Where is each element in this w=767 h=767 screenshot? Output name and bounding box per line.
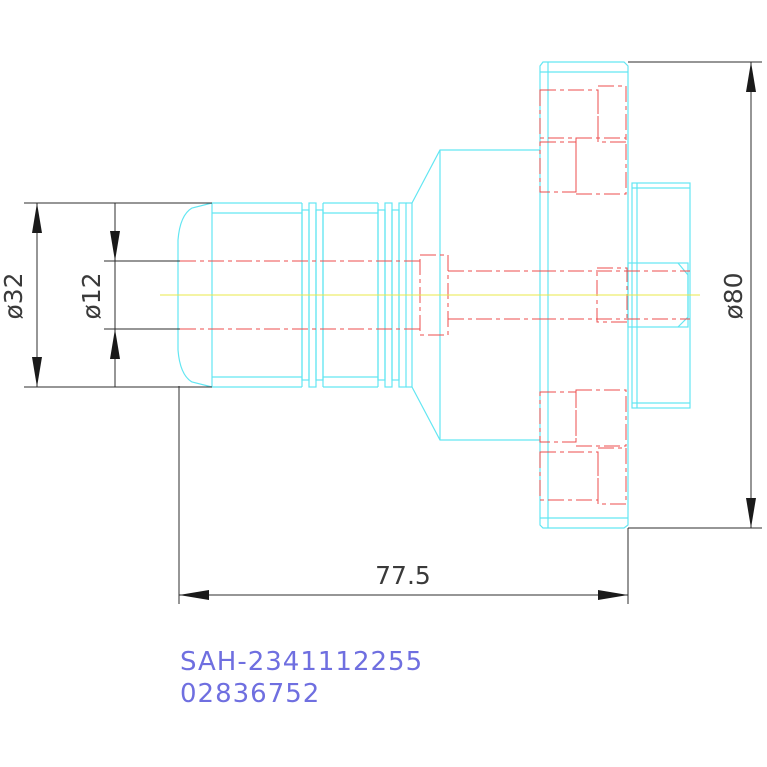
dimension-d12-label: ø12 <box>77 272 106 319</box>
dimension-d32-label: ø32 <box>0 272 28 319</box>
dimension-d32 <box>24 202 212 388</box>
serial-number-label: 02836752 <box>180 679 320 709</box>
dimension-d80-label: ø80 <box>719 272 748 319</box>
dimension-length-label: 77.5 <box>375 561 431 590</box>
dimension-length <box>178 386 629 604</box>
dimension-d80 <box>628 61 762 529</box>
dimension-d12 <box>104 203 180 387</box>
part-number-label: SAH-2341112255 <box>180 647 423 677</box>
